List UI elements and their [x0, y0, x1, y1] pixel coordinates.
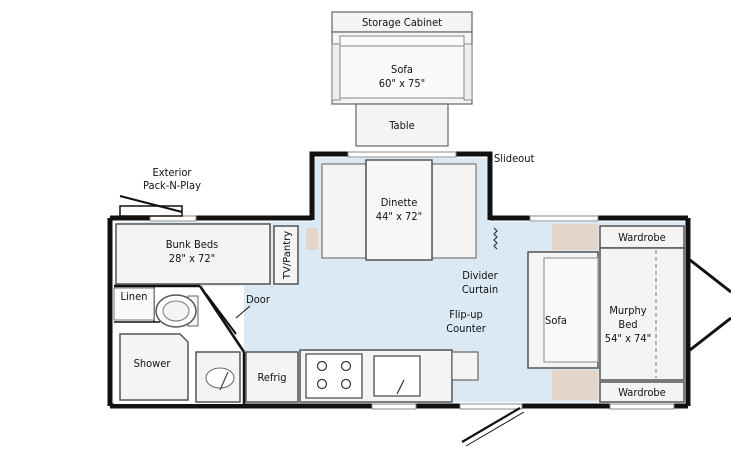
storage-cabinet: Storage Cabinet — [331, 11, 473, 33]
linen-label: Linen — [121, 290, 148, 303]
wardrobe-top: Wardrobe — [599, 225, 685, 249]
sofa-label: Sofa — [545, 314, 567, 327]
divider-curtain: Divider Curtain — [462, 227, 499, 296]
flipup-label-2: Counter — [446, 322, 486, 335]
wardrobe-top-label: Wardrobe — [618, 231, 666, 244]
wardrobe-bottom: Wardrobe — [599, 381, 685, 403]
slideout-label: Slideout — [494, 152, 534, 165]
exterior-label-1: Exterior — [152, 166, 192, 179]
tv-pantry-label: TV/Pantry — [282, 231, 293, 280]
windows — [149, 151, 675, 410]
shower-label: Shower — [134, 357, 172, 370]
slide-sofa-label: Sofa — [391, 63, 413, 76]
bunk-size: 28" x 72" — [169, 252, 215, 265]
refrigerator: Refrig — [245, 351, 299, 403]
flip-up-counter: Flip-up Counter — [446, 308, 487, 381]
shower: Shower — [119, 333, 189, 401]
bathroom-sink — [195, 351, 241, 403]
toilet — [155, 294, 199, 328]
dinette-label: Dinette — [381, 196, 418, 209]
dinette-size: 44" x 72" — [376, 210, 422, 223]
murphy-bed: Murphy Bed 54" x 74" — [599, 247, 685, 381]
murphy-label-2: Bed — [618, 318, 637, 331]
kitchen-sink — [373, 355, 421, 397]
refrig-label: Refrig — [257, 371, 286, 384]
dinette: Dinette 44" x 72" — [306, 159, 477, 261]
slide-sofa-size: 60" x 75" — [379, 77, 425, 90]
murphy-size: 54" x 74" — [605, 332, 651, 345]
hitch — [689, 258, 731, 352]
wardrobe-bottom-label: Wardrobe — [618, 386, 666, 399]
slide-table: Table — [355, 103, 449, 147]
exterior-label-2: Pack-N-Play — [143, 179, 201, 192]
tv-pantry: TV/Pantry — [273, 225, 299, 285]
bunk-beds: Bunk Beds 28" x 72" — [115, 223, 271, 285]
bunk-label: Bunk Beds — [166, 238, 219, 251]
flipup-label-1: Flip-up — [449, 308, 483, 321]
murphy-label-1: Murphy — [609, 304, 646, 317]
divider-label-2: Curtain — [462, 283, 498, 296]
bathroom-door: Door — [205, 293, 271, 335]
cooktop — [305, 353, 363, 399]
slide-table-label: Table — [388, 119, 414, 132]
exterior-pack-n-play: Exterior Pack-N-Play — [119, 166, 201, 217]
divider-label-1: Divider — [462, 269, 498, 282]
entry-door — [461, 407, 525, 447]
slide-sofa: Sofa 60" x 75" — [331, 31, 473, 105]
rear-sofa: Sofa — [527, 224, 599, 400]
door-label: Door — [246, 293, 271, 306]
storage-cabinet-label: Storage Cabinet — [362, 16, 442, 29]
linen-cabinet: Linen — [113, 287, 155, 321]
